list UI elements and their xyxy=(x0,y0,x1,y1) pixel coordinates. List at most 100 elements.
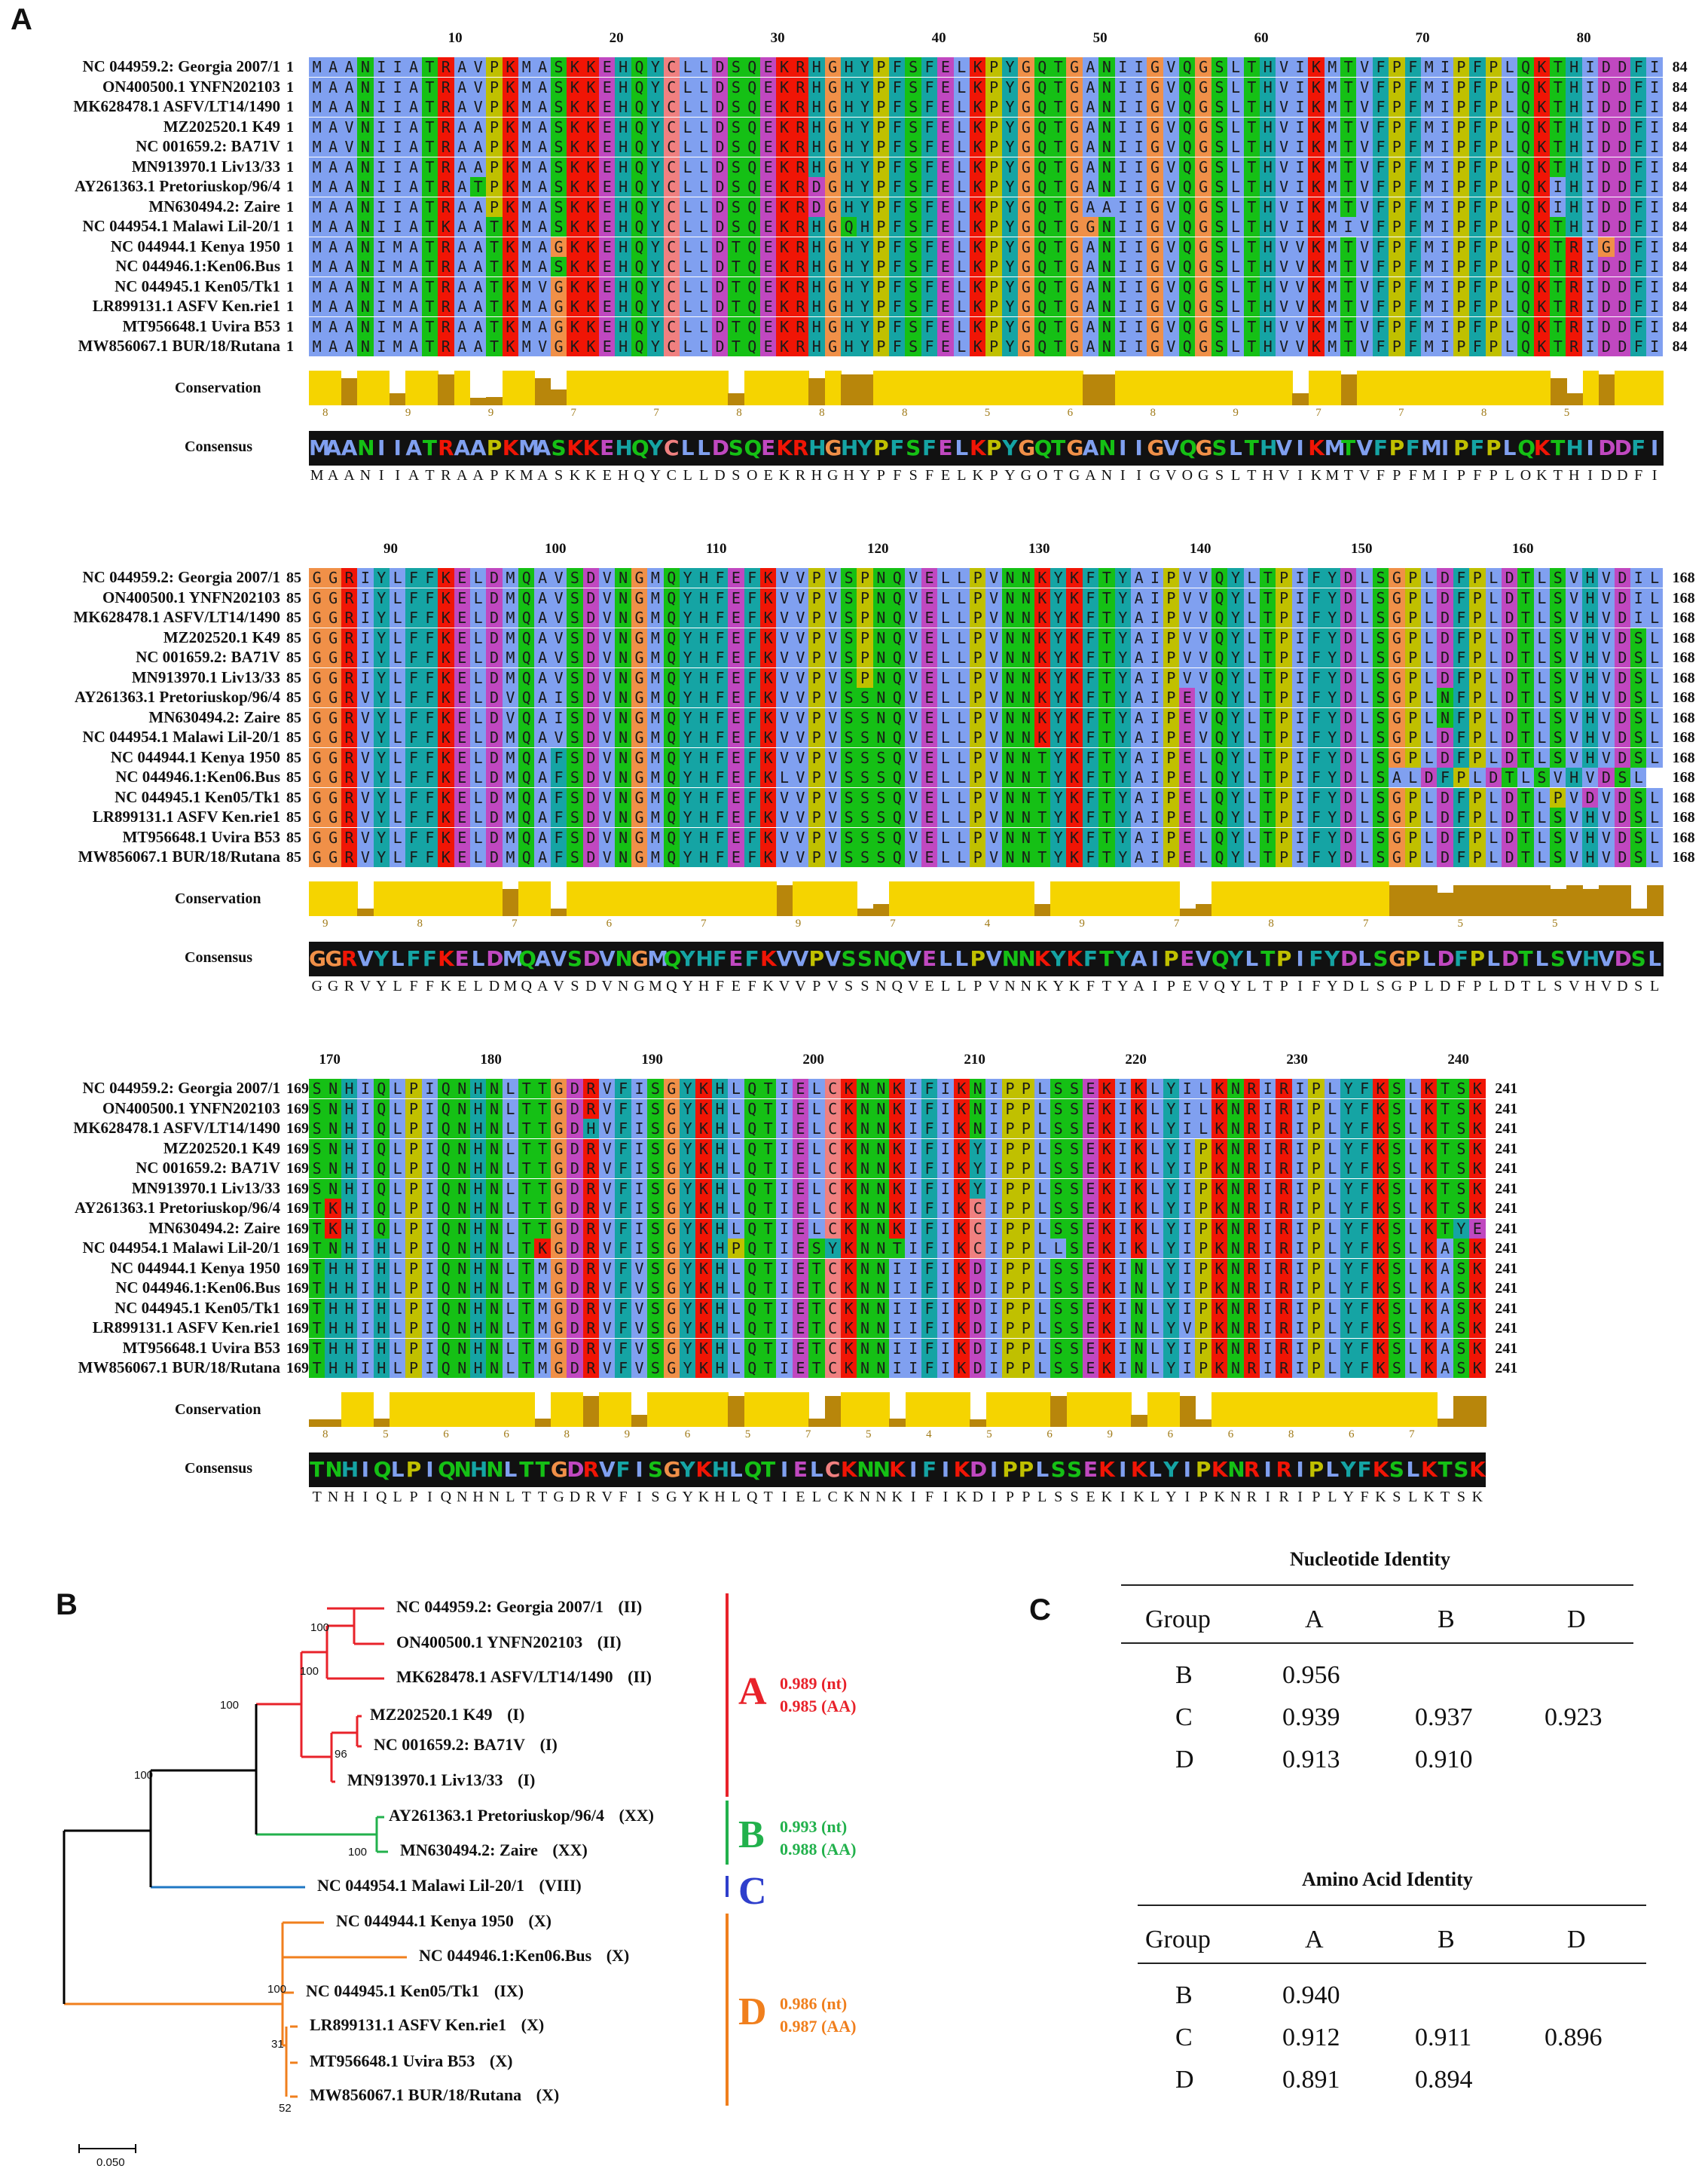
conservation-score: 5 xyxy=(744,1428,751,1440)
conservation-score: 6 xyxy=(1046,1428,1053,1440)
end-position: 241 xyxy=(1495,1300,1518,1317)
sequence-name: NC 044945.1 Ken05/Tk1 xyxy=(115,787,280,806)
group-letter: C xyxy=(738,1870,767,1913)
ruler-label: 150 xyxy=(1351,541,1373,557)
group-nt-identity: 0.986 (nt) xyxy=(780,1994,848,2013)
leaf-genotype: (XX) xyxy=(548,1840,588,1859)
start-position: 169 xyxy=(286,1300,309,1317)
sequence-name: MT956648.1 Uvira B53 xyxy=(122,827,280,846)
leaf-name: ON400500.1 YNFN202103 xyxy=(396,1633,583,1651)
conservation-score: 8 xyxy=(322,406,328,419)
start-position: 1 xyxy=(286,118,294,136)
start-position: 169 xyxy=(286,1220,309,1237)
start-position: 1 xyxy=(286,338,294,355)
end-position: 168 xyxy=(1672,849,1695,866)
bootstrap-value: 100 xyxy=(220,1699,240,1712)
sequence-name: MN630494.2: Zaire xyxy=(148,197,280,215)
ruler-label: 230 xyxy=(1286,1052,1308,1068)
leaf-genotype: (I) xyxy=(503,1705,525,1724)
sequence-name: LR899131.1 ASFV Ken.rie1 xyxy=(92,1318,280,1336)
table-header-cell: D xyxy=(1567,1605,1586,1633)
start-position: 85 xyxy=(286,669,301,686)
end-position: 241 xyxy=(1495,1200,1518,1217)
start-position: 85 xyxy=(286,689,301,706)
table-header-cell: Group xyxy=(1145,1926,1211,1953)
conservation-label: Conservation xyxy=(175,890,261,907)
table-cell: 0.894 xyxy=(1415,2066,1473,2094)
tree-branches xyxy=(63,1593,729,2153)
start-position: 169 xyxy=(286,1200,309,1217)
ruler-label: 100 xyxy=(545,541,567,557)
start-position: 169 xyxy=(286,1339,309,1357)
conservation-bar xyxy=(309,370,1664,405)
start-position: 85 xyxy=(286,849,301,866)
ruler-label: 40 xyxy=(931,30,946,46)
sequence-name: MN630494.2: Zaire xyxy=(148,707,280,726)
conservation-score: 8 xyxy=(736,406,742,419)
table-cell: D xyxy=(1175,1746,1194,1773)
sequence-name: AY261363.1 Pretoriuskop/96/4 xyxy=(74,688,280,706)
conservation-score: 8 xyxy=(417,917,423,930)
panel-label-b: B xyxy=(56,1588,78,1621)
table-cell: 0.940 xyxy=(1282,1981,1340,2009)
bootstrap-value: 100 xyxy=(300,1665,319,1678)
sequence-name: NC 044944.1 Kenya 1950 xyxy=(110,237,280,255)
sequence-name: AY261363.1 Pretoriuskop/96/4 xyxy=(74,177,280,195)
end-position: 168 xyxy=(1672,729,1695,746)
sequence-name: NC 044946.1:Ken06.Bus xyxy=(115,768,280,786)
sequence-name: NC 044944.1 Kenya 1950 xyxy=(110,1258,280,1277)
end-position: 168 xyxy=(1672,709,1695,726)
sequence-name: LR899131.1 ASFV Ken.rie1 xyxy=(92,808,280,826)
end-position: 84 xyxy=(1672,118,1688,136)
ruler-label: 130 xyxy=(1028,541,1050,557)
sequence-name: NC 044954.1 Malawi Lil-20/1 xyxy=(82,728,281,746)
end-position: 168 xyxy=(1672,829,1695,846)
end-position: 84 xyxy=(1672,179,1688,195)
conservation-score: 8 xyxy=(901,406,908,419)
end-position: 84 xyxy=(1672,158,1688,176)
leaf-name: MW856067.1 BUR/18/Rutana xyxy=(310,2085,522,2104)
end-position: 241 xyxy=(1495,1220,1518,1237)
panel-label-a: A xyxy=(11,3,32,36)
start-position: 85 xyxy=(286,589,301,606)
leaf-name: LR899131.1 ASFV Ken.rie1 xyxy=(310,2015,507,2034)
conservation-bar xyxy=(309,1391,1486,1427)
scale-bar-label: 0.050 xyxy=(96,2156,125,2169)
sequence-name: NC 044959.2: Georgia 2007/1 xyxy=(82,568,280,586)
tree-leaf-label: NC 044954.1 Malawi Lil-20/1 (VIII) xyxy=(317,1876,582,1895)
start-position: 85 xyxy=(286,749,301,766)
leaf-genotype: (II) xyxy=(613,1597,643,1616)
start-position: 85 xyxy=(286,789,301,806)
tree-leaf-label: MN913970.1 Liv13/33 (I) xyxy=(347,1770,535,1790)
leaf-genotype: (II) xyxy=(593,1633,622,1651)
bootstrap-value: 100 xyxy=(134,1769,154,1782)
sequence-name: MK628478.1 ASFV/LT14/1490 xyxy=(73,97,280,115)
ruler-label: 200 xyxy=(802,1052,824,1068)
conservation-score: 7 xyxy=(890,917,896,930)
leaf-genotype: (X) xyxy=(517,2015,545,2034)
conservation-score: 7 xyxy=(701,917,707,930)
leaf-genotype: (VIII) xyxy=(535,1876,582,1895)
sequence-name: NC 044954.1 Malawi Lil-20/1 xyxy=(82,1239,281,1257)
start-position: 85 xyxy=(286,629,301,646)
end-position: 241 xyxy=(1495,1120,1518,1137)
start-position: 85 xyxy=(286,709,301,726)
end-position: 168 xyxy=(1672,749,1695,766)
conservation-score: 9 xyxy=(405,406,411,419)
start-position: 169 xyxy=(286,1260,309,1277)
sequence-name: NC 044946.1:Ken06.Bus xyxy=(115,1278,280,1297)
end-position: 84 xyxy=(1672,318,1688,335)
